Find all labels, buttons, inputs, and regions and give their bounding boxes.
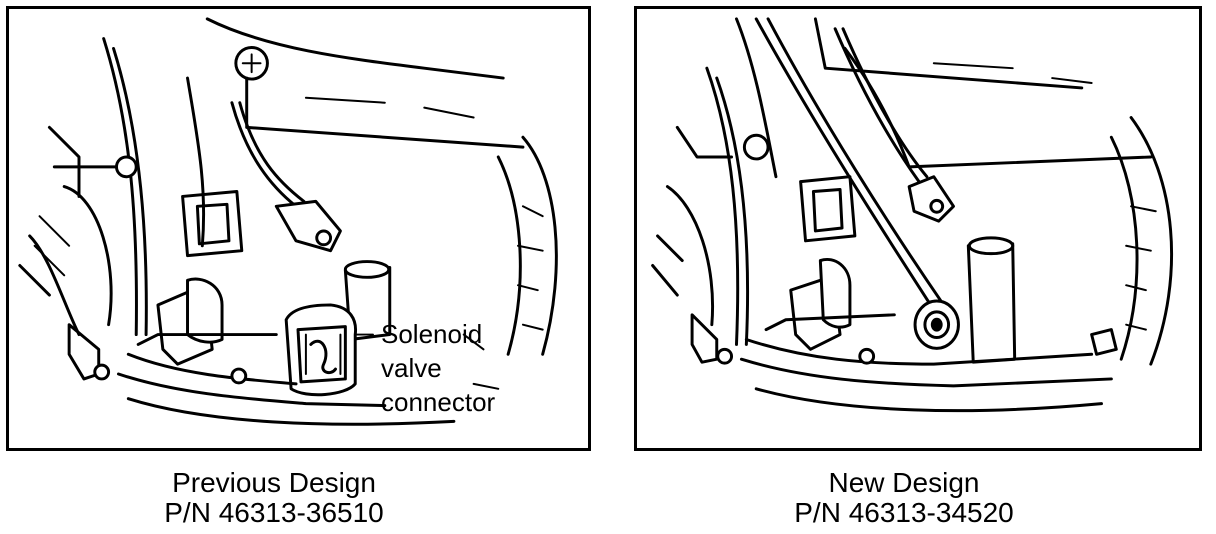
previous-design-drawing <box>18 17 558 426</box>
previous-design-illustration: Solenoid valve connector <box>6 6 591 451</box>
previous-design-caption: Previous Design P/N 46313-36510 <box>6 468 542 528</box>
previous-design-title: Previous Design <box>172 467 376 498</box>
solenoid-valve-connector-callout: Solenoid valve connector <box>381 317 495 419</box>
new-design-caption: New Design P/N 46313-34520 <box>604 468 1204 528</box>
new-design-illustration <box>634 6 1202 451</box>
previous-design-part-number: P/N 46313-36510 <box>164 497 384 528</box>
callout-line-3: connector <box>381 387 496 417</box>
new-design-title: New Design <box>828 467 980 498</box>
new-design-part-number: P/N 46313-34520 <box>794 497 1014 528</box>
callout-line-1: Solenoid <box>381 319 483 349</box>
new-design-drawing <box>651 17 1174 413</box>
callout-line-2: valve <box>381 353 442 383</box>
